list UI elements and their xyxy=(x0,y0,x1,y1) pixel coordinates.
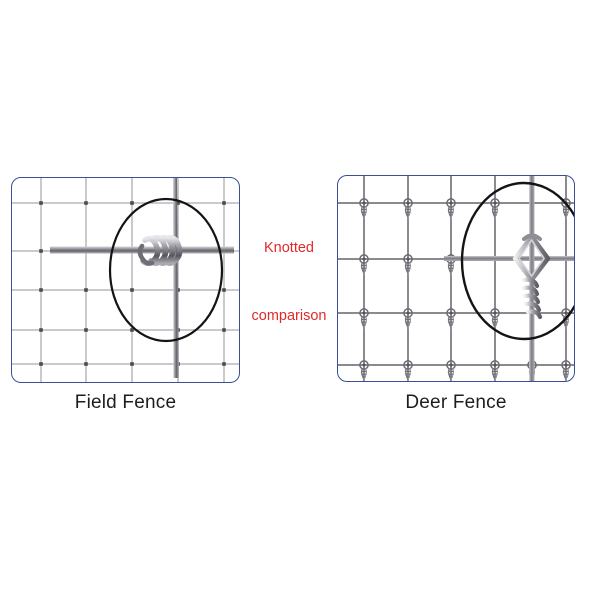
deer-fence-illustration xyxy=(338,176,574,381)
field-knot-detail xyxy=(50,178,234,378)
vertical-wires xyxy=(40,178,225,382)
field-fence-grid xyxy=(12,178,239,382)
deer-fence-callout-ellipse xyxy=(460,181,574,341)
vertical-wires xyxy=(363,176,567,381)
field-fence-caption: Field Fence xyxy=(74,392,177,413)
fixed-knot-nodes xyxy=(359,198,571,381)
deer-fence-panel xyxy=(337,175,575,382)
comparison-label: comparison xyxy=(251,308,327,324)
deer-knot-detail xyxy=(444,176,574,381)
horizontal-wires xyxy=(12,202,239,365)
deer-fence-caption: Deer Fence xyxy=(405,392,507,413)
deer-fence-grid xyxy=(338,176,574,381)
coil-wrap xyxy=(137,235,183,266)
field-fence-panel xyxy=(11,177,240,383)
knotted-label: Knotted xyxy=(264,240,314,256)
coiled-tail xyxy=(521,277,543,320)
field-fence-illustration xyxy=(12,178,239,382)
horizontal-wires xyxy=(338,202,574,366)
field-fence-callout-ellipse xyxy=(108,197,224,343)
